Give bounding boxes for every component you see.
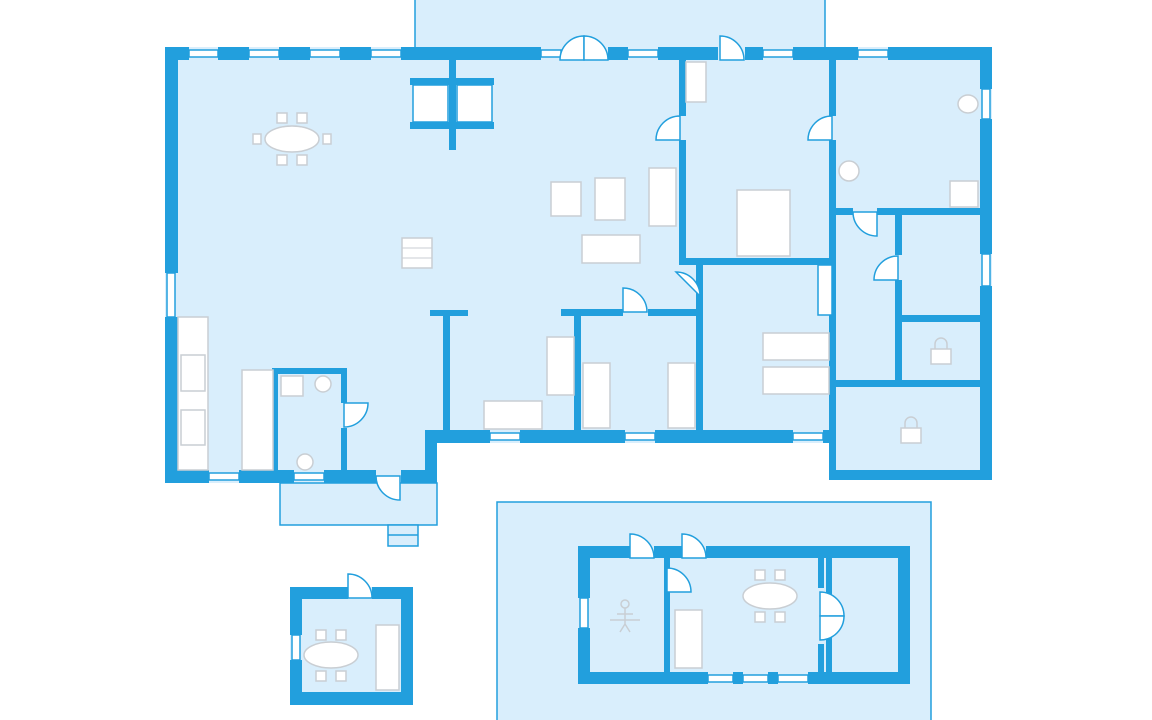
sofa-icon <box>483 400 543 430</box>
armchair-icon <box>648 167 677 227</box>
stove-icon <box>180 354 206 392</box>
toilet-icon <box>296 453 314 471</box>
door-icon <box>622 287 648 313</box>
sofa-icon <box>674 609 703 669</box>
door-icon <box>655 115 681 141</box>
main-walls <box>165 47 992 483</box>
shower-icon <box>949 180 979 208</box>
doors <box>343 35 899 501</box>
skylight-icon <box>412 84 449 123</box>
annex-small <box>290 573 413 705</box>
sauna-building <box>496 501 932 720</box>
door-icon <box>719 35 745 61</box>
lock-icon <box>900 416 922 444</box>
lock-icon <box>930 337 952 365</box>
steps-icon <box>387 524 419 547</box>
kitchen-counter <box>177 316 209 471</box>
shower-icon <box>280 375 304 397</box>
stairs-icon <box>401 237 433 269</box>
terrace-top <box>414 0 826 49</box>
wardrobe <box>685 61 707 103</box>
sink-icon <box>838 160 860 182</box>
single-bed-icon <box>667 362 696 429</box>
door-icon <box>674 271 701 298</box>
coffee-table-icon <box>594 177 626 221</box>
door-icon <box>375 475 401 501</box>
door-icon <box>807 115 833 141</box>
kitchen-island <box>241 369 274 471</box>
door-icon <box>852 211 878 237</box>
single-bed-icon <box>762 366 830 395</box>
door-icon <box>681 533 707 559</box>
dining-table-icon <box>303 641 359 669</box>
dining-table-icon <box>252 112 332 166</box>
dining-table-icon <box>742 582 798 610</box>
skylight-icon <box>456 84 493 123</box>
single-bed-icon <box>582 362 611 429</box>
door-icon <box>629 533 655 559</box>
porch <box>279 482 438 526</box>
single-bed-icon <box>762 332 830 361</box>
sofa-icon <box>546 336 575 396</box>
toilet-icon <box>957 94 979 114</box>
door-icon <box>873 255 899 281</box>
door-icon <box>347 573 373 599</box>
door-icon <box>819 615 845 641</box>
sink-icon <box>314 375 332 393</box>
door-icon <box>583 35 609 61</box>
door-icon <box>343 402 369 428</box>
double-bed-icon <box>736 189 791 257</box>
sofa-icon <box>581 234 641 264</box>
stairs-icon <box>375 624 400 691</box>
sink-icon <box>180 409 206 446</box>
sauna-icon <box>610 599 640 633</box>
armchair-icon <box>550 181 582 217</box>
door-icon <box>666 567 692 593</box>
